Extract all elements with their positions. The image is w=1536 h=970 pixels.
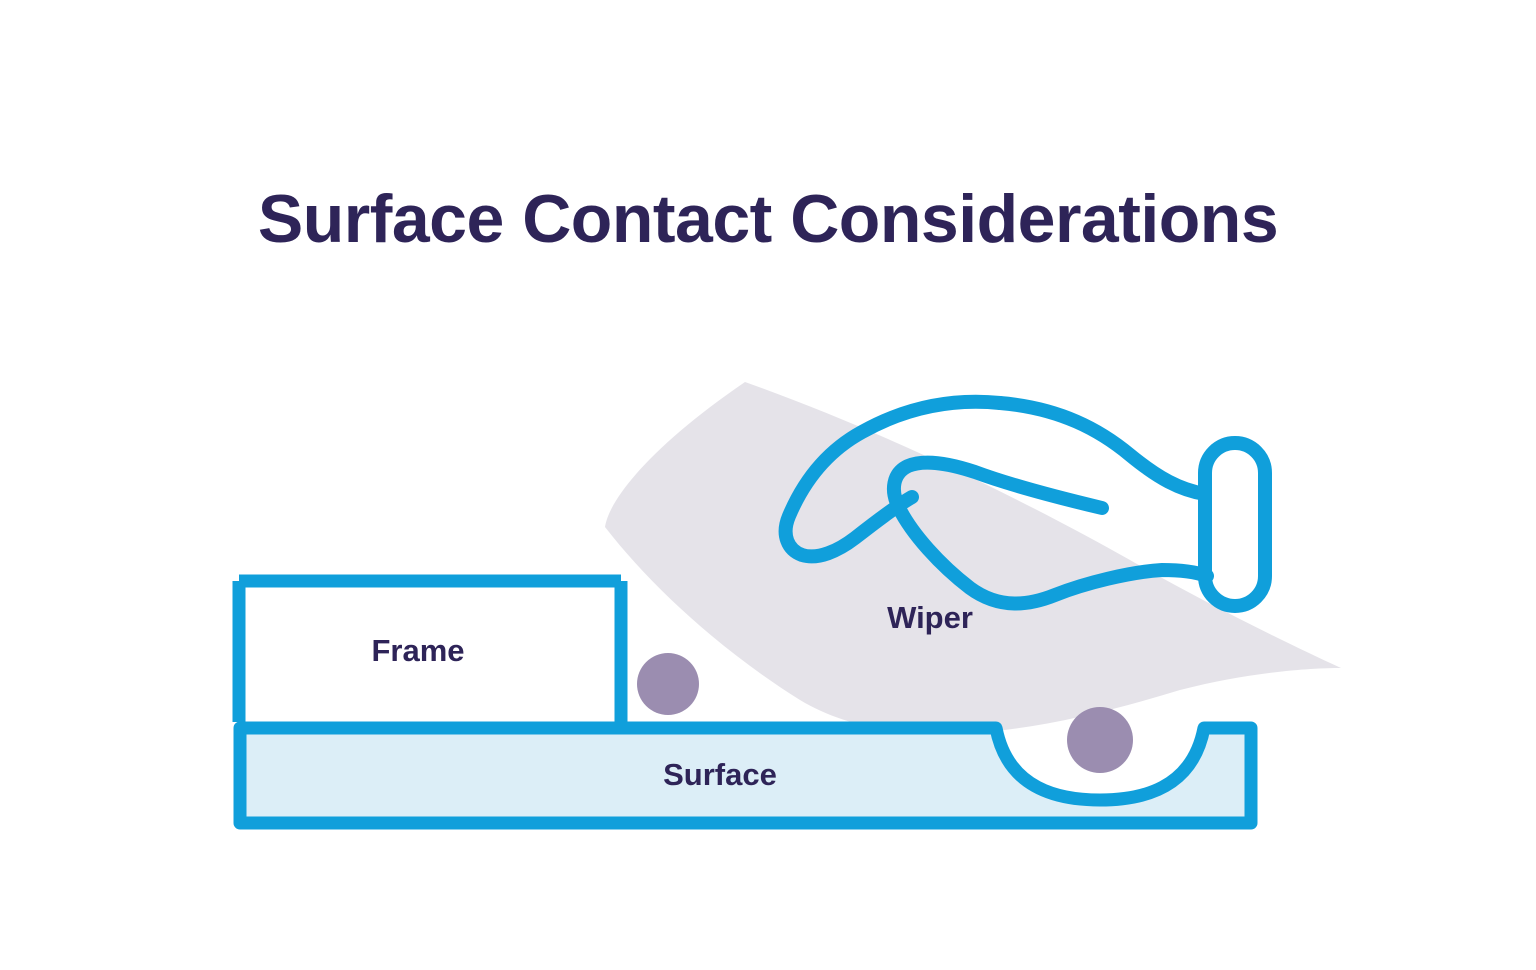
hand-cuff bbox=[1198, 436, 1272, 613]
label-wiper: Wiper bbox=[887, 600, 973, 635]
surface-shape bbox=[233, 721, 1258, 830]
hand-icon bbox=[778, 394, 1272, 613]
label-frame: Frame bbox=[371, 633, 464, 668]
page-title: Surface Contact Considerations bbox=[257, 180, 1279, 257]
hand-outline bbox=[778, 394, 1007, 564]
label-surface: Surface bbox=[663, 757, 777, 792]
frame-shape bbox=[232, 574, 628, 726]
wiper-cloth-shape bbox=[605, 382, 1341, 734]
hand-back-outline bbox=[993, 396, 1212, 501]
hand-thumb bbox=[886, 455, 1214, 611]
particle-surface-dip bbox=[1067, 707, 1133, 773]
particle-frame-gap bbox=[637, 653, 699, 715]
